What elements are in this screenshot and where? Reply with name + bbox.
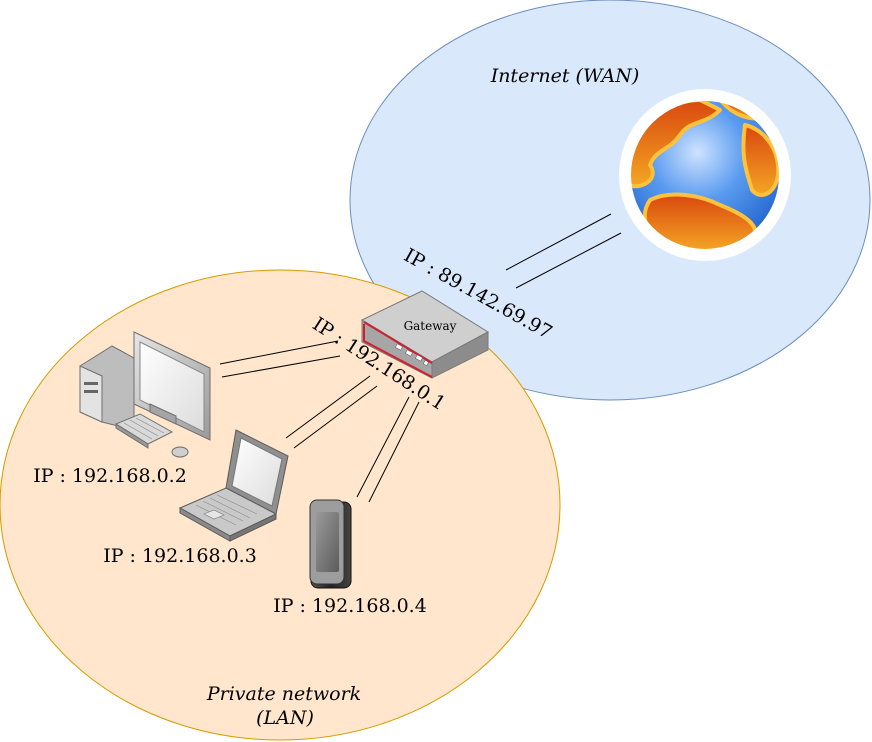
desktop-computer-icon: [79, 331, 211, 458]
gateway-label: Gateway: [404, 319, 457, 333]
link-gateway-internet: [505, 213, 622, 289]
link-gateway-laptop: [285, 375, 378, 449]
lan-zone-label-line1: Private network: [206, 683, 361, 705]
smartphone-icon: [309, 499, 352, 589]
lan-zone-label-line2: (LAN): [256, 707, 314, 729]
router-icon: Gateway: [360, 290, 489, 379]
globe-icon: [619, 89, 791, 261]
link-gateway-phone: [356, 396, 420, 503]
link-gateway-desktop: [219, 340, 341, 378]
wan-zone-label: Internet (WAN): [490, 65, 640, 87]
phone-ip-label: IP : 192.168.0.4: [273, 595, 427, 617]
laptop-ip-label: IP : 192.168.0.3: [103, 545, 257, 567]
laptop-icon: [178, 429, 289, 542]
desktop-ip-label: IP : 192.168.0.2: [33, 465, 187, 487]
